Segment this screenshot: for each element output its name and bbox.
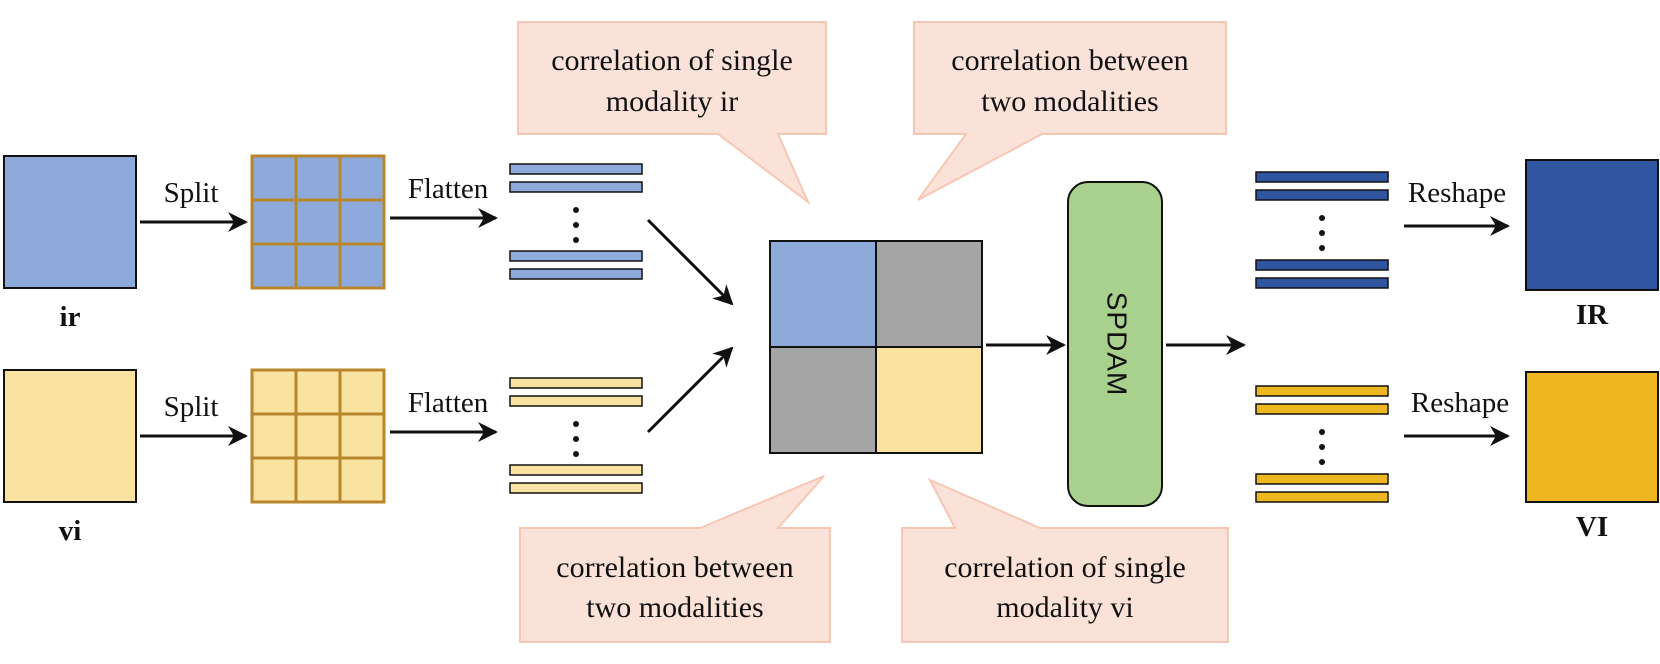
callout-bottom-left-line1: correlation between (556, 551, 793, 584)
vi-token-stack (509, 377, 643, 494)
callout-bottom-right-line1: correlation of single (944, 551, 1186, 584)
spdam-module (1067, 181, 1163, 507)
matrix-vi-ir-block (769, 346, 877, 454)
vi-to-matrix-arrow (646, 346, 734, 434)
callout-bottom-right (901, 477, 1229, 643)
split-label-top: Split (164, 177, 219, 209)
callout-top-right-line1: correlation between (951, 44, 1188, 77)
split-label-bottom: Split (164, 391, 219, 423)
matrix-ir-ir-block (769, 240, 877, 348)
IR-output-token-stack (1255, 171, 1389, 289)
callout-top-right (913, 21, 1227, 201)
ir-patch-grid (250, 154, 386, 290)
callout-top-right-line2: two modalities (981, 85, 1158, 118)
ir-to-matrix-arrow (646, 218, 734, 306)
reshape-label-bottom: Reshape (1411, 387, 1509, 419)
IR-output-image (1525, 159, 1659, 291)
reshape-label-top: Reshape (1408, 177, 1506, 209)
callout-top-left (517, 21, 827, 206)
vi-input-label: vi (59, 515, 82, 547)
vi-patch-grid (250, 368, 386, 504)
matrix-ir-vi-block (875, 240, 983, 348)
callout-top-left-line2: modality ir (606, 85, 738, 118)
vi-input-image (3, 369, 137, 503)
ir-input-image (3, 155, 137, 289)
callout-bottom-left (519, 475, 831, 643)
VI-output-label: VI (1576, 511, 1608, 543)
callout-bottom-left-line2: two modalities (586, 591, 763, 624)
ir-input-label: ir (60, 301, 81, 333)
spdam-label: SPDAM (1102, 292, 1133, 397)
flatten-label-bottom: Flatten (408, 387, 489, 419)
flatten-label-top: Flatten (408, 173, 489, 205)
callout-top-left-line1: correlation of single (551, 44, 793, 77)
VI-output-image (1525, 371, 1659, 503)
IR-output-label: IR (1576, 299, 1609, 331)
matrix-vi-vi-block (875, 346, 983, 454)
correlation-matrix (769, 240, 983, 454)
VI-output-token-stack (1255, 385, 1389, 503)
ir-token-stack (509, 163, 643, 280)
callout-bottom-right-line2: modality vi (996, 591, 1134, 624)
